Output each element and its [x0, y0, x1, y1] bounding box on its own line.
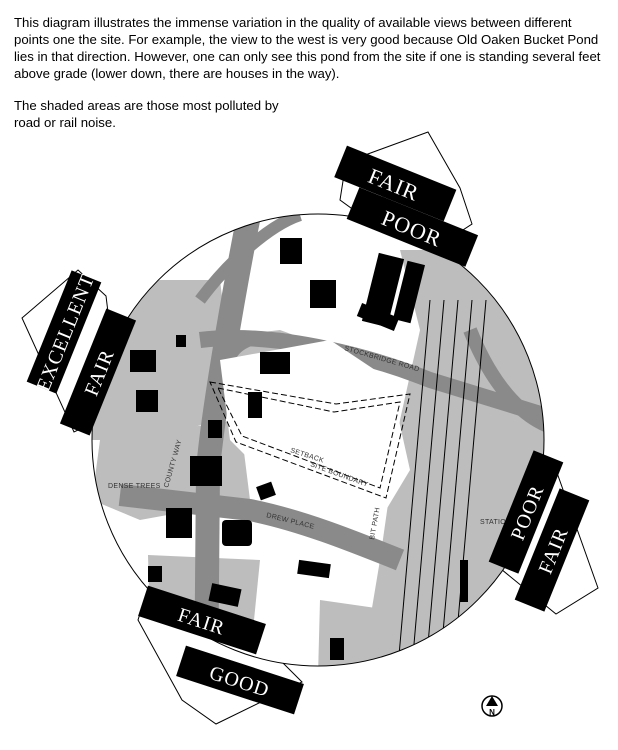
- rail-lines: [395, 299, 487, 666]
- label-station: STATIO: [480, 519, 506, 526]
- access-road: [195, 214, 303, 304]
- east-spur: [463, 327, 544, 437]
- description-paragraph: This diagram illustrates the immense var…: [14, 15, 601, 81]
- site-map-circle: [92, 214, 544, 666]
- setback-line: [217, 387, 401, 489]
- site-parcel: [220, 340, 410, 520]
- buildings: [130, 238, 468, 660]
- north-arrow-label: N: [489, 708, 495, 717]
- drew-place: [118, 484, 405, 571]
- south-outer-band: FAIR: [138, 585, 266, 655]
- site-boundary: [209, 381, 411, 499]
- noise-note-paragraph: The shaded areas are those most polluted…: [14, 98, 279, 130]
- site-boundary-lines: [209, 381, 411, 499]
- west-inner-band: FAIR: [59, 308, 137, 436]
- label-dense-trees: DENSE TREES: [108, 483, 161, 490]
- map-boundary-circle: [91, 213, 545, 667]
- north-arrow-icon: N: [481, 695, 503, 717]
- intro-text: This diagram illustrates the immense var…: [14, 14, 610, 146]
